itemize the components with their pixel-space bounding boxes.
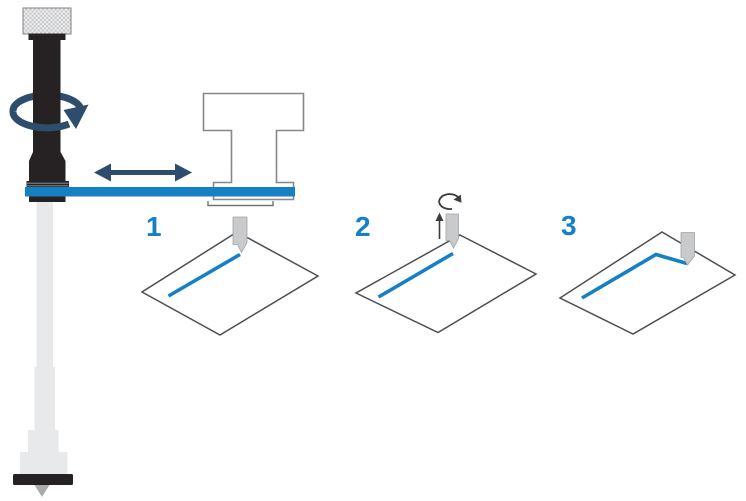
machine-column <box>9 7 89 497</box>
step-3-cut-line-with-corner <box>581 252 688 300</box>
step-2-cut-line <box>377 251 454 299</box>
rotation-arrow-front-arc <box>9 110 71 132</box>
gantry-beam <box>25 187 295 197</box>
step-1-number: 1 <box>146 211 162 242</box>
step-2-sheet-outline <box>354 234 538 334</box>
shaft-rotation-arrow-icon <box>9 104 89 132</box>
step-1: 1 <box>140 211 320 336</box>
rotation-arrow-head <box>63 104 89 129</box>
knife-lift-arrow-icon <box>435 212 444 239</box>
knife-rotation-arrow-icon <box>438 193 462 210</box>
lift-arrow-head <box>435 212 444 221</box>
shaft-taper <box>29 152 66 161</box>
step-1-cut-line <box>167 252 241 298</box>
step-3-knife-blade-icon <box>680 232 695 266</box>
tool-holder-outline <box>202 92 305 201</box>
horizontal-travel-arrow-icon <box>94 163 192 182</box>
step-2: 2 <box>354 193 538 334</box>
column-block-upper <box>28 430 59 452</box>
step-3-sheet-outline <box>558 231 737 335</box>
step-2-knife-blade-icon <box>445 213 459 249</box>
step-3-number: 3 <box>561 210 577 241</box>
step-1-knife-blade-icon <box>232 216 248 254</box>
step-1-sheet-outline <box>140 231 320 336</box>
spindle-shaft <box>33 39 61 152</box>
travel-arrow-right-head <box>175 163 192 182</box>
column-mid-segment <box>34 367 55 430</box>
base-foot <box>13 474 73 485</box>
column-upper-segment <box>36 202 53 367</box>
knife-rotation-arrow-head <box>453 194 462 203</box>
travel-arrow-left-head <box>94 163 111 182</box>
knife-tip-icon <box>34 485 50 497</box>
step-3: 3 <box>558 210 737 335</box>
column-block-lower <box>20 452 68 474</box>
tool-foot-bracket <box>207 201 274 207</box>
shaft-lower <box>29 161 66 182</box>
cap-shoulder <box>28 33 66 40</box>
step-2-number: 2 <box>355 211 371 242</box>
knife-rotation-arc <box>438 193 460 210</box>
knurled-cap <box>22 7 72 35</box>
